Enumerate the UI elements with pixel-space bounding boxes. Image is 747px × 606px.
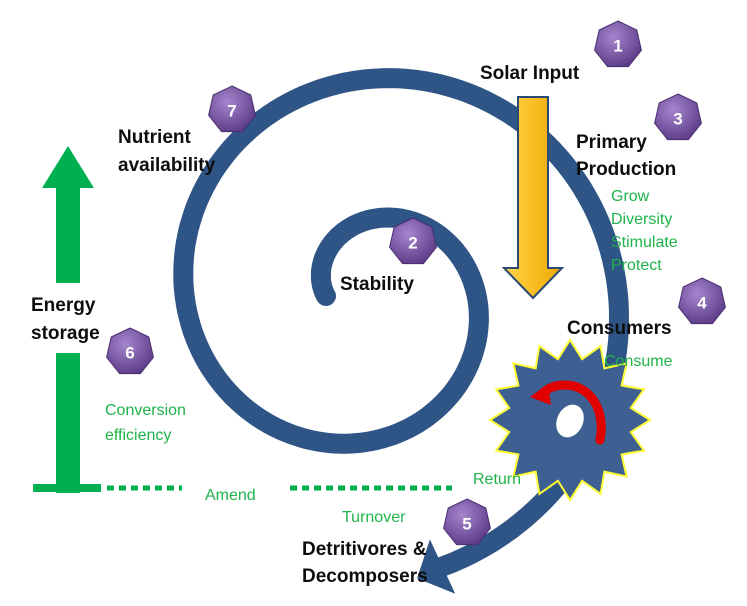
solar-input-arrow xyxy=(501,96,565,300)
badge-number: 4 xyxy=(697,294,707,313)
badge-2: 2 xyxy=(389,217,437,265)
badge-number: 7 xyxy=(227,102,236,121)
nutrient-label-1: Nutrient xyxy=(118,127,192,148)
stimulate-label: Stimulate xyxy=(611,234,678,251)
consume-label: Consume xyxy=(604,353,673,370)
badge-number: 2 xyxy=(408,234,417,253)
primary-production-label-2: Production xyxy=(576,159,676,180)
conversion-label-1: Conversion xyxy=(105,402,186,419)
grow-label: Grow xyxy=(611,188,650,205)
badge-heptagon xyxy=(208,85,256,133)
return-label: Return xyxy=(473,471,521,488)
badge-number: 1 xyxy=(613,37,622,56)
badge-heptagon xyxy=(389,217,437,265)
badge-number: 3 xyxy=(673,110,682,129)
diversity-label: Diversity xyxy=(611,211,672,228)
badge-heptagon xyxy=(594,20,642,68)
stability-label: Stability xyxy=(340,274,414,295)
badge-7: 7 xyxy=(208,85,256,133)
energy-storage-label-1: Energy xyxy=(31,295,96,316)
badge-layer: 1 2 3 4 5 6 7 xyxy=(106,20,726,546)
nutrient-label-2: availability xyxy=(118,155,216,176)
amend-label: Amend xyxy=(205,487,256,504)
badge-heptagon xyxy=(106,327,154,375)
badge-5: 5 xyxy=(443,498,491,546)
badge-4: 4 xyxy=(678,277,726,325)
spiral-arrowhead xyxy=(417,539,456,594)
rotation-arrowhead xyxy=(530,384,551,405)
badge-6: 6 xyxy=(106,327,154,375)
badge-heptagon xyxy=(654,93,702,141)
detritivores-label-2: Decomposers xyxy=(302,566,428,587)
badge-3: 3 xyxy=(654,93,702,141)
badge-1: 1 xyxy=(594,20,642,68)
nutrient-cycle-spiral xyxy=(173,68,629,577)
gear-hole xyxy=(556,404,584,438)
energy-storage-arrow xyxy=(33,146,101,493)
badge-number: 6 xyxy=(125,344,134,363)
badge-heptagon xyxy=(678,277,726,325)
conversion-label-2: efficiency xyxy=(105,427,171,444)
badge-heptagon xyxy=(443,498,491,546)
turnover-label: Turnover xyxy=(342,509,406,526)
consumers-label: Consumers xyxy=(567,318,672,339)
energy-storage-label-2: storage xyxy=(31,323,100,344)
badge-number: 5 xyxy=(462,515,471,534)
detritivores-label-1: Detritivores & xyxy=(302,539,427,560)
solar-input-label: Solar Input xyxy=(480,63,580,84)
primary-production-label-1: Primary xyxy=(576,132,647,153)
protect-label: Protect xyxy=(611,257,662,274)
